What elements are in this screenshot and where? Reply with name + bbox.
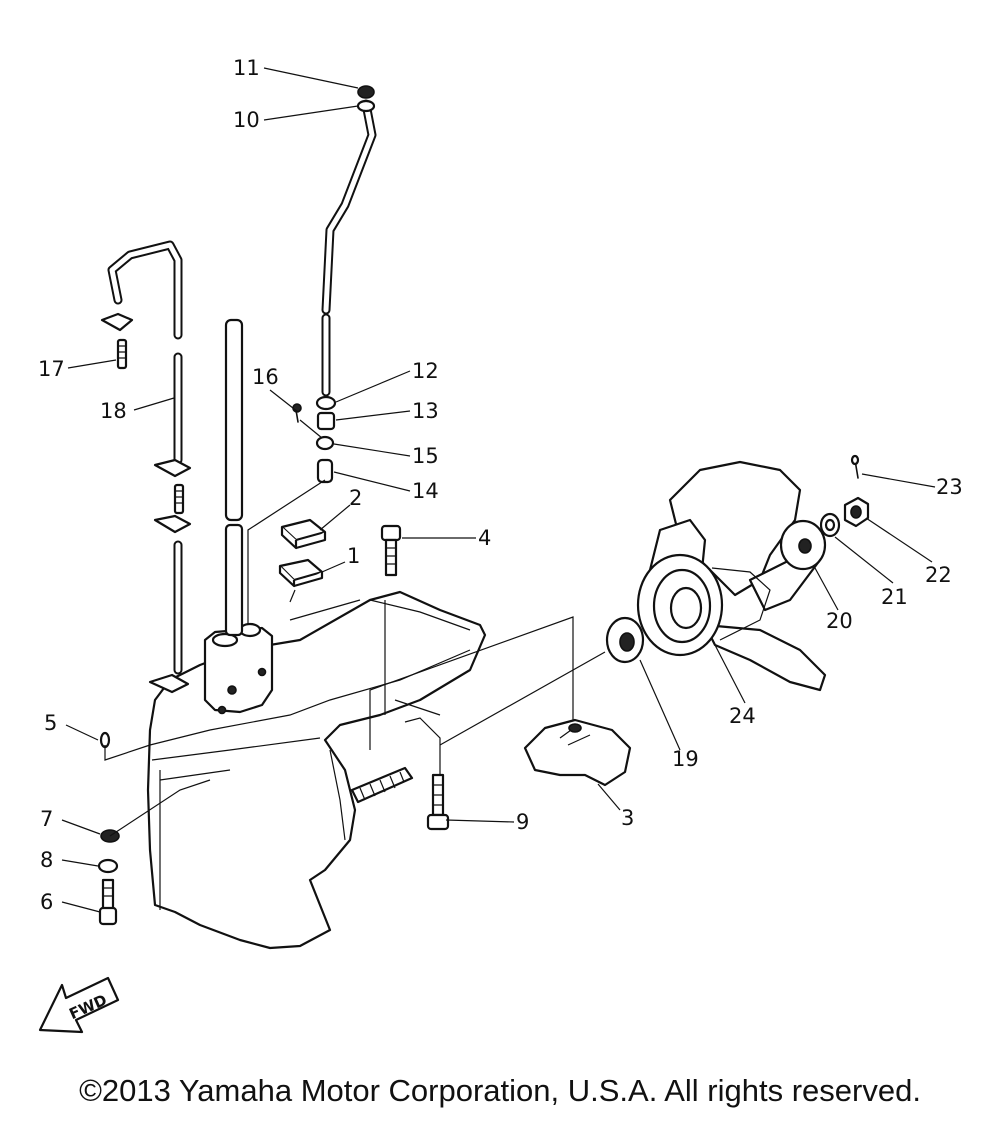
callout-10: 10: [233, 108, 260, 132]
callout-6: 6: [40, 890, 53, 914]
cotter-pin-23: [850, 454, 860, 479]
parts-diagram: 11 10 17 18 16 12 13 15 14 2 1 4 5 7 8 6…: [38, 56, 963, 1034]
washer-19: [605, 616, 645, 664]
callout-11: 11: [233, 56, 260, 80]
callout-2: 2: [349, 486, 362, 510]
assembly-lines: [104, 419, 606, 910]
callout-13: 13: [412, 399, 439, 423]
callout-9: 9: [516, 810, 529, 834]
callout-23: 23: [936, 475, 963, 499]
callout-3: 3: [621, 806, 634, 830]
callout-14: 14: [412, 479, 439, 503]
plug-5: [99, 731, 111, 749]
fwd-arrow-icon: FWD: [38, 976, 120, 1034]
trim-tab: [523, 718, 632, 787]
propeller: [636, 460, 827, 692]
drive-shaft: [224, 318, 244, 637]
callout-8: 8: [40, 848, 53, 872]
washer-20: [779, 519, 827, 571]
bolt-6-washers: [97, 829, 120, 926]
copyright-notice: ©2013 Yamaha Motor Corporation, U.S.A. A…: [79, 1073, 921, 1108]
shift-rod: [292, 85, 377, 484]
callout-15: 15: [412, 444, 439, 468]
callout-12: 12: [412, 359, 439, 383]
callout-1: 1: [347, 544, 360, 568]
callout-22: 22: [925, 563, 952, 587]
callout-20: 20: [826, 609, 853, 633]
callout-5: 5: [44, 711, 57, 735]
callout-17: 17: [38, 357, 65, 381]
water-hose: [100, 240, 192, 694]
callout-16: 16: [252, 365, 279, 389]
callout-19: 19: [672, 747, 699, 771]
callout-labels: 11 10 17 18 16 12 13 15 14 2 1 4 5 7 8 6…: [38, 56, 963, 914]
anodes: [278, 518, 327, 588]
callout-18: 18: [100, 399, 127, 423]
callout-7: 7: [40, 807, 53, 831]
callout-21: 21: [881, 585, 908, 609]
washer-21: [819, 512, 841, 538]
callout-4: 4: [478, 526, 491, 550]
callout-24: 24: [729, 704, 756, 728]
lower-unit-housing: [146, 590, 487, 950]
nut-22: [843, 496, 870, 528]
callout-leaders: [61, 67, 936, 913]
bolt-4: [380, 524, 402, 577]
bolt-9: [426, 773, 450, 831]
